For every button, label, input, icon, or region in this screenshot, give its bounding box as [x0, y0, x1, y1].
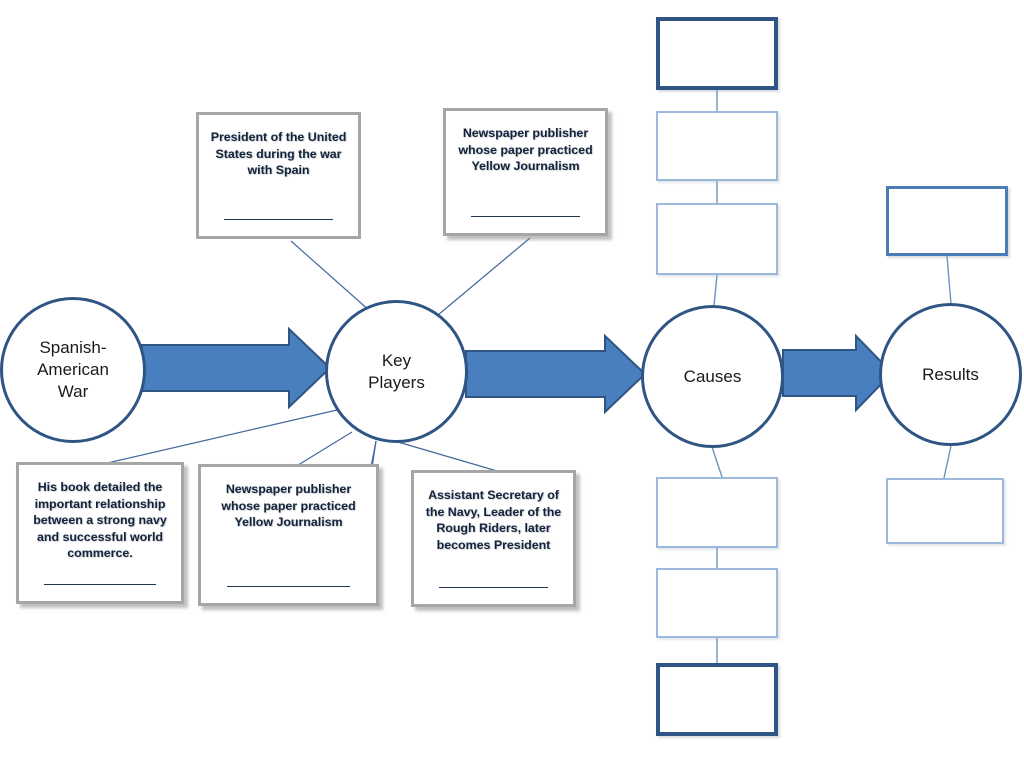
- cause-box-5[interactable]: [656, 568, 778, 638]
- node-results[interactable]: Results: [879, 303, 1022, 446]
- card-president-text: President of the United States during th…: [210, 130, 347, 177]
- card-president-answer-blank[interactable]: [223, 219, 334, 220]
- connector-result-box-1-to-results: [946, 255, 952, 305]
- connector-key-players-to-roosevelt: [397, 441, 498, 472]
- node-causes[interactable]: Causes: [641, 305, 784, 448]
- node-causes-label: Causes: [683, 366, 742, 386]
- card-president[interactable]: President of the United States during th…: [196, 112, 361, 239]
- card-mahan[interactable]: His book detailed the important relation…: [16, 462, 184, 604]
- card-publisher-bottom-text: Newspaper publisher whose paper practice…: [221, 482, 356, 529]
- card-mahan-answer-blank[interactable]: [43, 584, 157, 585]
- cause-box-6[interactable]: [656, 663, 778, 736]
- card-publisher-top[interactable]: Newspaper publisher whose paper practice…: [443, 108, 608, 236]
- result-box-2[interactable]: [886, 478, 1004, 544]
- connector-causes-to-cause-box-4: [711, 446, 723, 478]
- connector-key-players-to-publisher-top: [431, 237, 531, 321]
- card-roosevelt[interactable]: Assistant Secretary of the Navy, Leader …: [411, 470, 576, 607]
- arrow-key-players-to-causes: [465, 333, 647, 415]
- cause-box-3[interactable]: [656, 203, 778, 275]
- arrow-war-to-key-players: [141, 326, 332, 410]
- node-key-players[interactable]: Key Players: [325, 300, 468, 443]
- node-spanish-american-war[interactable]: Spanish- American War: [0, 297, 146, 443]
- cause-box-4[interactable]: [656, 477, 778, 548]
- arrow-causes-to-results: [782, 333, 894, 413]
- result-box-1[interactable]: [886, 186, 1008, 256]
- node-key-players-label: Key Players: [368, 350, 425, 392]
- card-roosevelt-text: Assistant Secretary of the Navy, Leader …: [425, 488, 562, 552]
- connector-key-players-to-mahan: [102, 409, 338, 465]
- node-results-label: Results: [922, 364, 979, 384]
- card-publisher-top-text: Newspaper publisher whose paper practice…: [458, 126, 593, 173]
- node-spanish-american-war-label: Spanish- American War: [37, 338, 109, 401]
- card-publisher-top-answer-blank[interactable]: [470, 216, 581, 217]
- connector-results-to-result-box-2: [943, 445, 952, 479]
- connector-key-players-to-president: [290, 240, 372, 313]
- cause-box-1[interactable]: [656, 17, 778, 90]
- card-publisher-bottom-answer-blank[interactable]: [227, 586, 350, 587]
- card-publisher-bottom[interactable]: Newspaper publisher whose paper practice…: [198, 464, 379, 606]
- card-roosevelt-answer-blank[interactable]: [438, 587, 549, 588]
- card-mahan-text: His book detailed the important relation…: [33, 480, 167, 560]
- connector-cause-box-3-to-causes: [713, 274, 718, 307]
- cause-box-2[interactable]: [656, 111, 778, 181]
